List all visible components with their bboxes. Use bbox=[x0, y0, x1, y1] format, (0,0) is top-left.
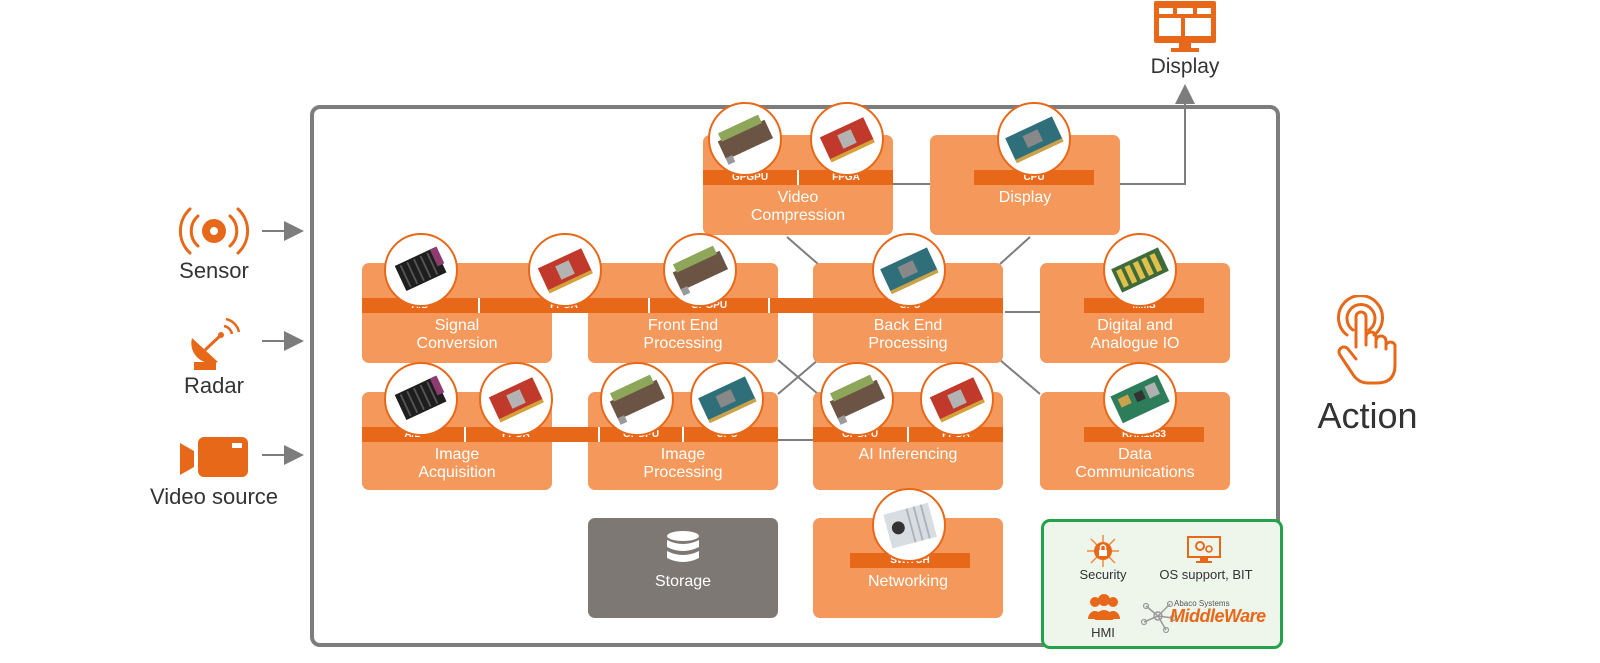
sensor-label: Sensor bbox=[179, 258, 249, 283]
module-title: Back End bbox=[873, 317, 943, 334]
radar-label: Radar bbox=[184, 373, 244, 398]
display-arrow bbox=[1120, 84, 1195, 185]
gpgpu-board-image bbox=[820, 362, 894, 436]
switch-unit-image bbox=[872, 488, 946, 562]
tag-cpu: CPU bbox=[974, 170, 1094, 185]
sensor-icon bbox=[178, 207, 250, 255]
module-title: Processing bbox=[643, 335, 723, 352]
middleware-logo-wordmark: MiddleWare bbox=[1170, 606, 1266, 626]
display-monitor-icon bbox=[1154, 1, 1216, 52]
tag-bar bbox=[362, 427, 778, 442]
module-title: Front End bbox=[647, 317, 719, 334]
fpga-board-image bbox=[920, 362, 994, 436]
video-source-label: Video source bbox=[149, 484, 278, 509]
module-title: Data bbox=[1118, 446, 1152, 463]
module-title: Acquisition bbox=[418, 464, 496, 481]
cpu-board-image bbox=[997, 102, 1071, 176]
link-backend-imgproc bbox=[777, 359, 819, 395]
tag-gpgpu: GPGPU bbox=[703, 170, 799, 185]
display-output-label: Display bbox=[1150, 55, 1220, 78]
rar1553-board-image bbox=[1103, 362, 1177, 436]
link-display-backend bbox=[999, 236, 1031, 265]
module-title: Conversion bbox=[416, 335, 498, 352]
fpga-board-image bbox=[810, 102, 884, 176]
os-support-label: OS support, BIT bbox=[1159, 567, 1253, 582]
cpu-board-image bbox=[690, 362, 764, 436]
gpgpu-board-image bbox=[600, 362, 674, 436]
module-title: Image bbox=[434, 446, 480, 463]
module-display: Display bbox=[930, 135, 1120, 235]
middleware-network-icon bbox=[1140, 600, 1176, 634]
video-camera-icon bbox=[180, 437, 248, 477]
module-title: Digital and bbox=[1097, 317, 1173, 334]
security-icon bbox=[1087, 535, 1119, 567]
gpgpu-board-image bbox=[708, 102, 782, 176]
cpu-board-image bbox=[872, 233, 946, 307]
module-title: AI Inferencing bbox=[858, 446, 958, 463]
tag-fpga: FPGA bbox=[832, 172, 860, 183]
module-title: Processing bbox=[643, 464, 723, 481]
module-title: Networking bbox=[867, 573, 949, 590]
module-title: Storage bbox=[654, 573, 712, 590]
action-label: Action bbox=[1317, 395, 1418, 436]
security-label: Security bbox=[1079, 567, 1127, 582]
touch-hand-icon bbox=[1337, 295, 1397, 385]
middleware-panel: Security OS support, BIT HMI bbox=[1041, 519, 1283, 649]
hmi-people-icon bbox=[1088, 594, 1120, 620]
module-title: Signal bbox=[434, 317, 480, 334]
module-title: Processing bbox=[868, 335, 948, 352]
radar-icon bbox=[191, 317, 241, 370]
module-title: Communications bbox=[1075, 464, 1195, 481]
link-backend-datacomms bbox=[999, 359, 1041, 395]
module-title: Image bbox=[660, 446, 706, 463]
ad-board-image bbox=[384, 233, 458, 307]
gpgpu-board-image bbox=[663, 233, 737, 307]
fpga-board-image bbox=[479, 362, 553, 436]
module-title: Analogue IO bbox=[1090, 335, 1180, 352]
module-title: Display bbox=[998, 189, 1052, 206]
database-icon bbox=[667, 531, 699, 562]
module-title: Video bbox=[777, 189, 819, 206]
middleware-logo-small: Abaco Systems bbox=[1174, 599, 1230, 608]
mms-board-image bbox=[1103, 233, 1177, 307]
fpga-board-image bbox=[528, 233, 602, 307]
ad-board-image bbox=[384, 362, 458, 436]
link-compression-backend bbox=[786, 236, 819, 265]
module-title: Compression bbox=[750, 207, 846, 224]
module-storage: Storage bbox=[588, 518, 778, 618]
system-frame bbox=[310, 105, 1280, 647]
os-support-icon bbox=[1187, 536, 1221, 563]
tag-bar bbox=[362, 298, 1003, 313]
hmi-label: HMI bbox=[1091, 625, 1115, 640]
